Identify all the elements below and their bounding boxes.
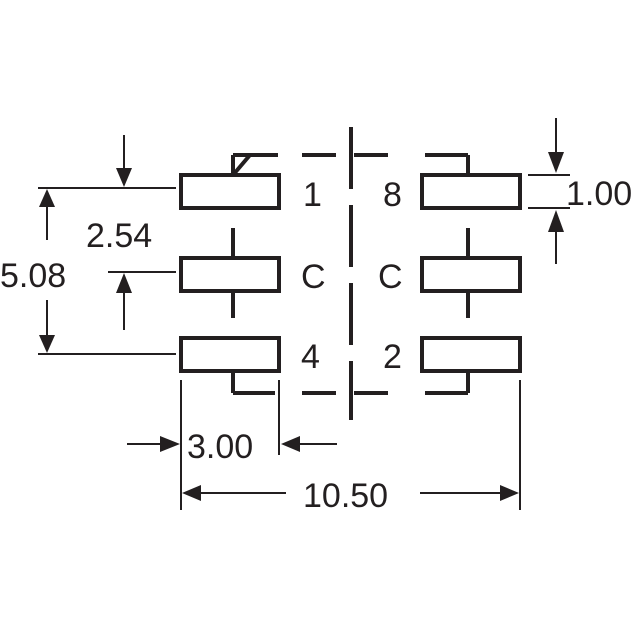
pad-c-right	[420, 256, 522, 293]
arrow-pitch-down	[116, 168, 132, 187]
arrow-overall-left	[182, 485, 201, 501]
arrow-pitch-up	[116, 273, 132, 293]
label-row-span: 5.08	[0, 257, 66, 295]
arrow-padw-down	[548, 152, 564, 173]
arrow-span-down	[39, 335, 55, 353]
pin-label-2: 2	[383, 338, 402, 376]
pad-8	[420, 173, 522, 210]
arrow-span-up	[39, 189, 55, 207]
package-outline	[302, 153, 398, 395]
dim-pin-pitch	[108, 135, 176, 330]
dim-pad-length	[127, 380, 337, 510]
label-overall-width: 10.50	[303, 477, 388, 515]
arrow-overall-right	[500, 485, 519, 501]
dim-overall-width	[198, 380, 521, 510]
arrow-padlen-right	[160, 436, 180, 452]
pin-label-4: 4	[301, 338, 320, 376]
pad-1	[179, 173, 281, 210]
arrow-padlen-left	[281, 436, 300, 452]
dim-pad-width	[528, 118, 570, 264]
pin1-marker	[231, 153, 278, 177]
left-internal-link	[231, 155, 275, 395]
arrow-padw-up	[548, 210, 564, 232]
label-pad-length: 3.00	[187, 428, 253, 466]
pin-label-c-right: C	[378, 258, 403, 296]
pad-2	[420, 336, 522, 373]
arrowheads	[39, 152, 564, 501]
pin-label-8: 8	[383, 176, 402, 214]
label-pin-pitch: 2.54	[86, 217, 152, 255]
pin-label-1: 1	[303, 176, 322, 214]
pad-4	[179, 336, 281, 373]
pad-c-left	[179, 256, 281, 293]
pin-label-c-left: C	[301, 258, 326, 296]
label-pad-width: 1.00	[566, 175, 632, 213]
dim-row-span	[38, 187, 176, 355]
right-internal-link	[425, 153, 470, 395]
